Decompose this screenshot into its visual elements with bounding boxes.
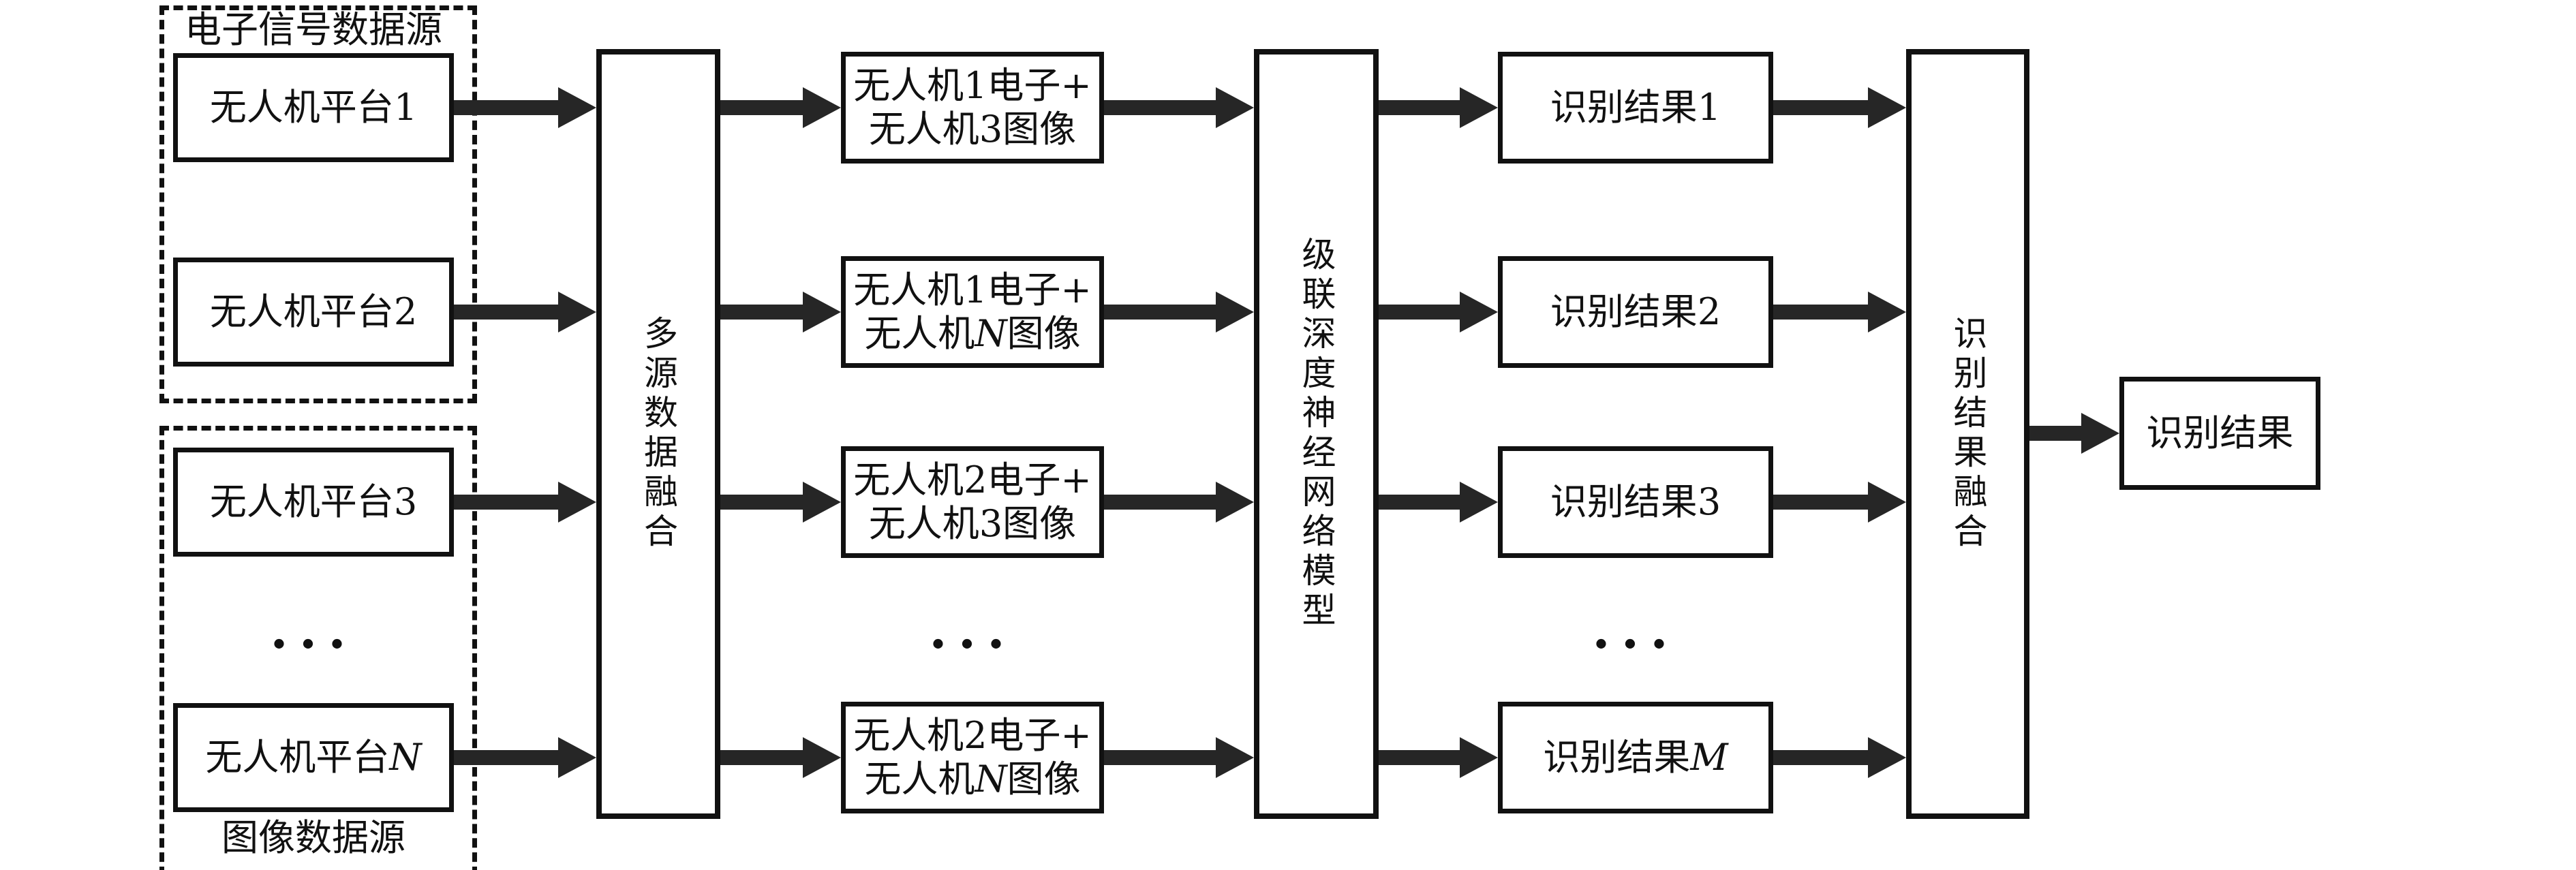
cascade-dnn-model-label: 级联深度神经网络模型 <box>1296 236 1336 632</box>
uav-platform-1-box: 无人机平台1 <box>173 53 454 162</box>
flow-arrow-network-to-result1 <box>1379 87 1498 128</box>
recognition-result-2-box: 识别结果2 <box>1498 256 1773 368</box>
uav-platform-n-box: 无人机平台N <box>173 703 454 812</box>
uav-platform-n-label: 无人机平台 <box>205 736 390 779</box>
flow-arrow-fusion-to-pair3 <box>720 482 841 523</box>
fused-data-3-box: 无人机2电子+ 无人机3图像 <box>841 446 1104 558</box>
result-fusion-box: 识别结果融合 <box>1906 49 2029 819</box>
electronic-signal-source-label: 电子信号数据源 <box>185 8 442 51</box>
uav-platform-2-box: 无人机平台2 <box>173 258 454 367</box>
fused-data-3-line2: 无人机3图像 <box>868 502 1077 545</box>
electronic-signal-source-group <box>159 5 477 403</box>
fused-data-2-box: 无人机1电子+ 无人机N图像 <box>841 256 1104 368</box>
multi-source-fusion-label: 多源数据融合 <box>639 315 678 553</box>
final-recognition-result-label: 识别结果 <box>2146 411 2294 454</box>
recognition-result-1-label: 识别结果 <box>1550 86 1698 129</box>
flow-arrow-result2-to-resultfusion <box>1773 292 1906 332</box>
fused-data-4-line2: 无人机N图像 <box>864 758 1081 801</box>
recognition-result-m-box: 识别结果M <box>1498 702 1773 813</box>
recognition-result-m-label: 识别结果 <box>1543 736 1691 779</box>
flow-arrow-fusion-to-pair1 <box>720 87 841 128</box>
flow-arrow-fusion-to-pair2 <box>720 292 841 332</box>
flow-arrow-network-to-result2 <box>1379 292 1498 332</box>
recognition-result-1-box: 识别结果1 <box>1498 52 1773 164</box>
flow-arrow-network-to-resultm <box>1379 737 1498 778</box>
fused-data-1-box: 无人机1电子+ 无人机3图像 <box>841 52 1104 164</box>
cascade-dnn-model-box: 级联深度神经网络模型 <box>1254 49 1379 819</box>
recognition-result-3-label: 识别结果 <box>1550 480 1698 523</box>
image-source-group <box>159 426 477 870</box>
fused-data-3-line1: 无人机2电子+ <box>853 459 1092 501</box>
flow-arrow-pair4-to-network <box>1104 737 1254 778</box>
multi-source-fusion-box: 多源数据融合 <box>596 49 720 819</box>
recognition-result-2-label: 识别结果 <box>1550 290 1698 333</box>
flow-arrow-platform3-to-fusion <box>454 482 596 523</box>
fused-data-4-box: 无人机2电子+ 无人机N图像 <box>841 702 1104 813</box>
flow-arrow-pair1-to-network <box>1104 87 1254 128</box>
uav-platform-1-label: 无人机平台 <box>209 86 394 129</box>
flow-arrow-pair2-to-network <box>1104 292 1254 332</box>
flow-arrow-result1-to-resultfusion <box>1773 87 1906 128</box>
fused-data-1-line2: 无人机3图像 <box>868 108 1077 151</box>
flow-arrow-resultfusion-to-final <box>2029 413 2119 454</box>
image-source-label: 图像数据源 <box>221 816 405 859</box>
uav-platform-3-label: 无人机平台 <box>209 480 394 523</box>
final-recognition-result-box: 识别结果 <box>2119 377 2320 490</box>
uav-platform-2-label: 无人机平台 <box>209 290 394 333</box>
uav-platform-3-box: 无人机平台3 <box>173 448 454 557</box>
flow-arrow-resultm-to-resultfusion <box>1773 737 1906 778</box>
flow-arrow-platformn-to-fusion <box>454 737 596 778</box>
fused-data-4-line1: 无人机2电子+ <box>853 714 1092 757</box>
flow-arrow-result3-to-resultfusion <box>1773 482 1906 523</box>
flow-arrow-fusion-to-pair4 <box>720 737 841 778</box>
fused-data-1-line1: 无人机1电子+ <box>853 64 1092 107</box>
flow-arrow-pair3-to-network <box>1104 482 1254 523</box>
flow-arrow-platform2-to-fusion <box>454 292 596 332</box>
flow-arrow-platform1-to-fusion <box>454 87 596 128</box>
recognition-result-3-box: 识别结果3 <box>1498 446 1773 558</box>
fused-data-2-line1: 无人机1电子+ <box>853 268 1092 311</box>
result-fusion-label: 识别结果融合 <box>1948 315 1988 553</box>
fused-data-2-line2: 无人机N图像 <box>864 312 1081 355</box>
flow-arrow-network-to-result3 <box>1379 482 1498 523</box>
